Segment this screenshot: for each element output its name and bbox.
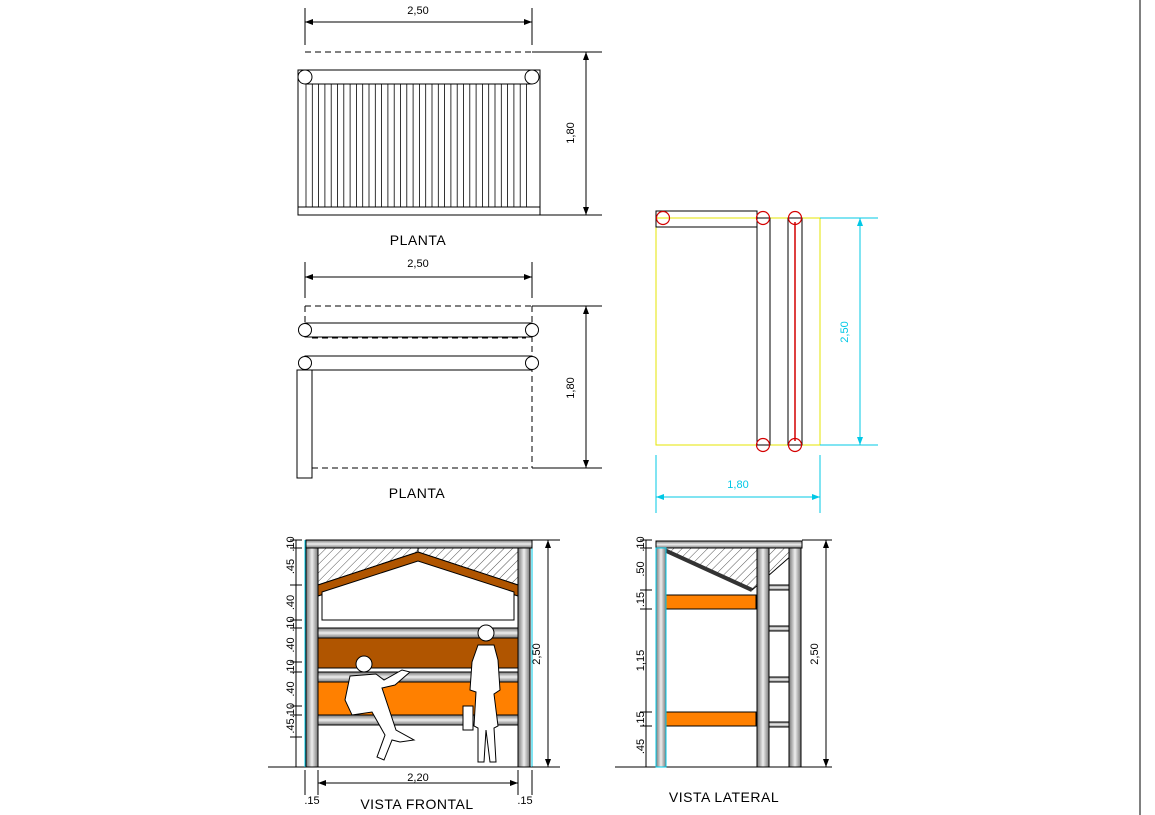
front-view: .10.45.40.10.40.10.40.10.45 2,50 2,20 .1…: [268, 536, 560, 812]
front-left-dim-label: .10: [285, 659, 297, 674]
side-plan-view: 2,50 1,80: [655, 210, 878, 513]
front-left-dim-label: .45: [285, 559, 297, 574]
front-left-dim-label: .10: [285, 536, 297, 551]
front-height-label: 2,50: [531, 643, 543, 664]
plan-top-depth-label: 1,80: [565, 122, 577, 143]
person-seated-icon: [344, 655, 416, 761]
side-height-label: 2,50: [809, 643, 821, 664]
front-left-dim-label: .40: [285, 595, 297, 610]
front-left-dim-label: .10: [285, 616, 297, 631]
side-left-dim-label: .10: [635, 536, 647, 551]
front-inner-width-label: 2,20: [407, 772, 428, 784]
plan-top-view: 2,50 1,80 PLANTA: [297, 5, 602, 248]
plan-mid-depth-label: 1,80: [565, 377, 577, 398]
side-title: VISTA LATERAL: [669, 789, 779, 805]
plan-top-title: PLANTA: [390, 232, 447, 248]
side-left-dim-label: .50: [635, 561, 647, 576]
front-title: VISTA FRONTAL: [360, 796, 473, 812]
side-left-dim-label: .45: [635, 739, 647, 754]
side-plan-height-label: 2,50: [839, 321, 851, 342]
side-left-dim-label: .15: [635, 711, 647, 726]
plan-mid-width-label: 2,50: [407, 258, 428, 270]
front-post-left-label: .15: [304, 795, 319, 807]
plan-mid-view: 2,50 1,80 PLANTA: [296, 258, 602, 501]
side-view: .10 .50 .15 1,15 .15 .45 2,50 VISTA LATERAL: [615, 536, 832, 805]
side-plan-width-label: 1,80: [727, 479, 748, 491]
person-standing-icon: [462, 624, 501, 763]
front-left-dim-label: .45: [285, 718, 297, 733]
front-left-dim-label: .40: [285, 637, 297, 652]
front-left-dim-label: .40: [285, 681, 297, 696]
plan-mid-title: PLANTA: [389, 485, 446, 501]
side-left-dim-label: 1,15: [635, 650, 647, 671]
front-left-dim-label: .10: [285, 703, 297, 718]
side-left-dim-label: .15: [635, 592, 647, 607]
plan-top-width-label: 2,50: [407, 5, 428, 17]
front-post-right-label: .15: [517, 795, 532, 807]
